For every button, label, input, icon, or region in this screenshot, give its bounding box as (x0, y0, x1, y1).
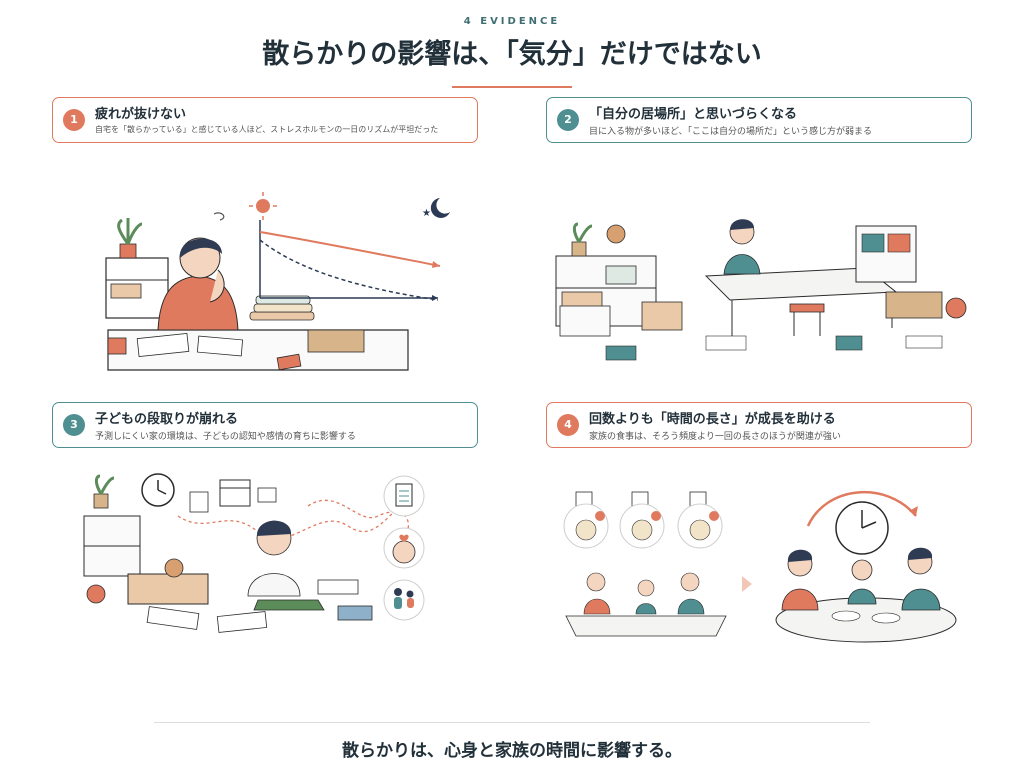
card-2-number: 2 (557, 109, 579, 131)
card-4-number: 4 (557, 414, 579, 436)
illustration-fatigue: ★ (78, 180, 478, 385)
card-3-header: 3 子どもの段取りが崩れる 予測しにくい家の環境は、子どもの認知や感情の育ちに影… (52, 402, 478, 448)
card-1-description: 自宅を「散らかっている」と感じている人ほど、ストレスホルモンの一日のリズムが平坦… (95, 125, 439, 134)
sun-icon (249, 192, 277, 220)
card-2-header: 2 「自分の居場所」と思いづらくなる 目に入る物が多いほど、「ここは自分の場所だ… (546, 97, 972, 143)
calendar-icon (189, 479, 277, 513)
card-2-title: 「自分の居場所」と思いづらくなる (589, 107, 798, 122)
card-3-description: 予測しにくい家の環境は、子どもの認知や感情の育ちに影響する (95, 432, 356, 442)
svg-text:★: ★ (422, 208, 431, 219)
moon-icon: ★ (422, 198, 450, 219)
clock-icon (835, 501, 889, 555)
page-title: 散らかりの影響は、「気分」だけではない (262, 39, 762, 70)
calendar-icon (575, 491, 707, 507)
clock-icon (141, 473, 175, 507)
illustration-child (78, 466, 478, 646)
card-2-description: 目に入る物が多いほど、「ここは自分の場所だ」という感じ方が弱まる (589, 127, 873, 137)
card-1-title: 疲れが抜けない (95, 107, 187, 122)
section-kicker: 4 EVIDENCE (463, 16, 561, 27)
card-4-description: 家族の食事は、そろう頻度より一回の長さのほうが関連が強い (589, 432, 841, 442)
card-4-title: 回数よりも「時間の長さ」が成長を助ける (589, 412, 836, 427)
illustration-family-meal (556, 486, 966, 656)
footer-divider (154, 722, 870, 723)
heart-face-icon (383, 527, 425, 569)
card-4-header: 4 回数よりも「時間の長さ」が成長を助ける 家族の食事は、そろう頻度より一回の長… (546, 402, 972, 448)
card-3-number: 3 (63, 414, 85, 436)
card-3-title: 子どもの段取りが崩れる (95, 412, 239, 427)
illustration-cluttered-room (546, 196, 972, 376)
family-icon (383, 579, 425, 621)
card-1-number: 1 (63, 109, 85, 131)
checklist-icon (383, 475, 425, 517)
conclusion-text: 散らかりは、心身と家族の時間に影響する。 (342, 741, 682, 761)
card-1-header: 1 疲れが抜けない 自宅を「散らかっている」と感じている人ほど、ストレスホルモン… (52, 97, 478, 143)
title-underline (452, 86, 572, 88)
